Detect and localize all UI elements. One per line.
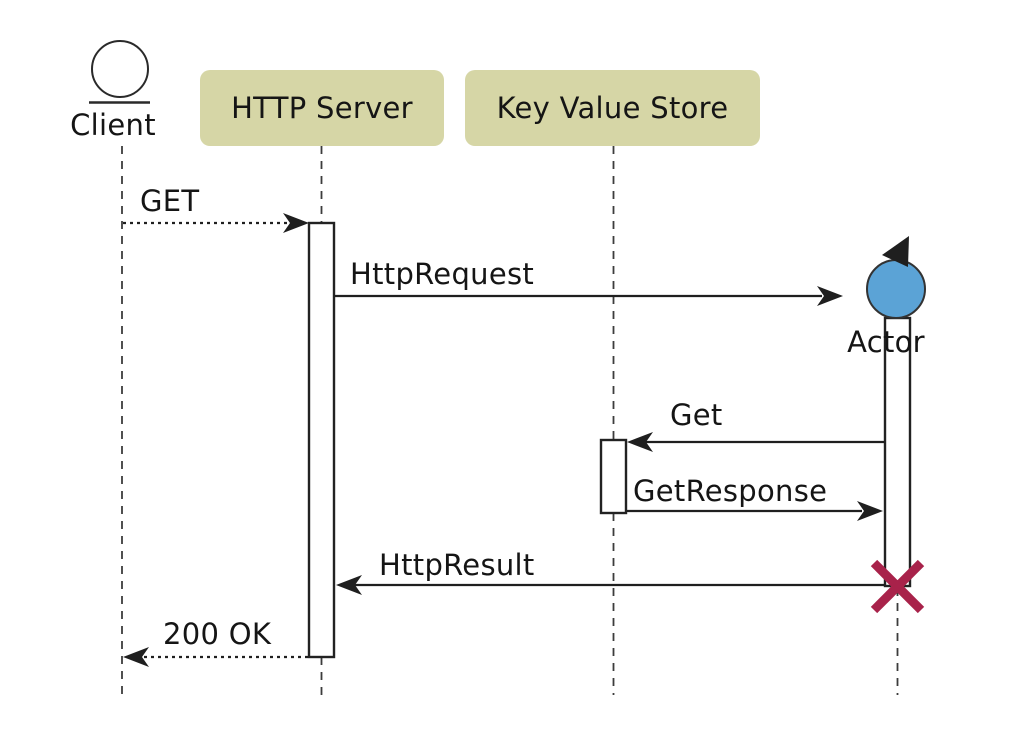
activation-bar-kv-store	[599, 438, 628, 515]
destroy-x-icon	[870, 559, 925, 614]
control-arrowhead-icon	[882, 236, 909, 267]
arrowhead-get	[283, 213, 309, 233]
arrowhead-200-ok	[123, 647, 149, 667]
entity-icon	[91, 40, 149, 98]
message-label-http-request: HttpRequest	[350, 257, 535, 291]
message-label-http-result: HttpResult	[379, 548, 535, 582]
participant-label-client: Client	[70, 108, 156, 142]
message-label-200-ok: 200 OK	[163, 617, 272, 651]
arrowhead-http-result	[336, 575, 362, 595]
arrowhead-kv-get-response	[857, 501, 883, 521]
activation-bar-http-server	[307, 221, 336, 659]
control-icon	[866, 259, 926, 319]
participant-box-kv-store: Key Value Store	[465, 70, 760, 146]
participant-label-http-server: HTTP Server	[231, 91, 413, 125]
message-label-get: GET	[140, 184, 200, 218]
participant-label-kv-store: Key Value Store	[496, 91, 729, 125]
participant-box-http-server: HTTP Server	[200, 70, 444, 146]
arrowhead-kv-get	[627, 432, 653, 452]
message-label-kv-get-response: GetResponse	[633, 474, 828, 508]
arrowhead-http-request	[817, 286, 843, 306]
participant-label-actor: Actor	[847, 325, 925, 359]
message-label-kv-get: Get	[670, 398, 723, 432]
